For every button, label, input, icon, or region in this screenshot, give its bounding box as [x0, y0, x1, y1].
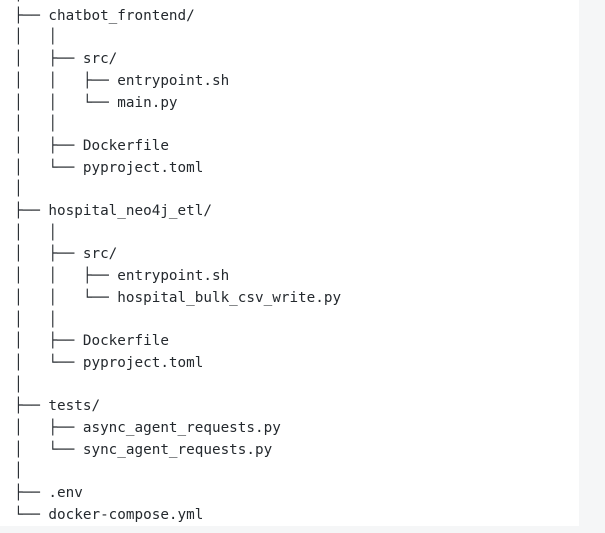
directory-tree-text: │ ├── chatbot_frontend/ │ │ │ ├── src/ │… [14, 0, 342, 523]
code-block: │ ├── chatbot_frontend/ │ │ │ ├── src/ │… [14, 0, 342, 523]
